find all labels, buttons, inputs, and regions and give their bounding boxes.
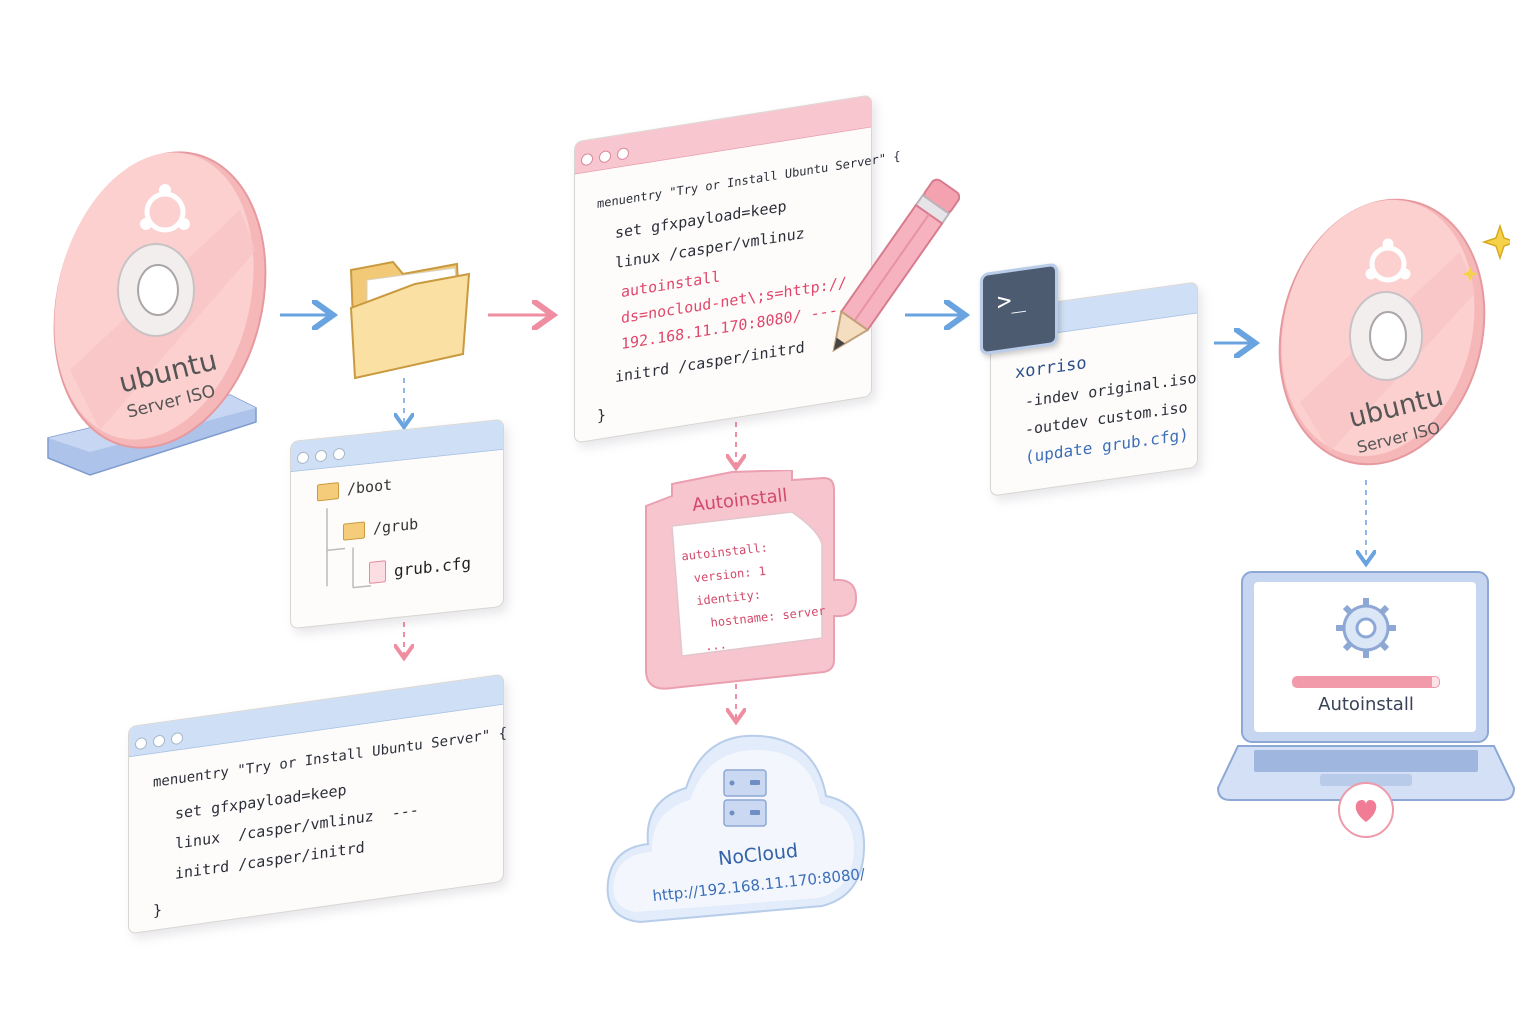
cloud-icon [606,734,866,924]
disc-icon [1278,198,1519,466]
autoinstall-yaml: autoinstall: version: 1 identity: hostna… [680,531,829,660]
nocloud-cloud: NoCloud http://192.168.11.170:8080/ [600,722,872,938]
puzzle-card-shape [645,470,858,690]
install-progress-bar [1292,676,1440,688]
cfg-line-8: } [597,405,607,425]
folder-icon [343,520,365,541]
tree-lines [326,508,371,589]
sparkle-icon [1481,223,1519,261]
heart-badge [1338,782,1394,838]
heart-icon [1355,800,1377,822]
disc-icon [47,151,267,476]
laptop: Autoinstall [1216,568,1516,838]
laptop-icon [1216,571,1516,801]
terminal-prompt: >_ [997,284,1026,317]
progress-fill [1293,677,1432,687]
ubuntu-iso-disc-right: ubuntu Server ISO [1270,192,1519,482]
laptop-label: Autoinstall [1318,694,1414,715]
ubuntu-iso-disc-left: ubuntu Server ISO [30,140,280,490]
file-tree-window: /boot /grub grub.cfg [290,418,504,630]
file-icon [369,560,386,584]
pencil-icon [832,178,960,353]
terminal-icon: >_ [980,262,1058,356]
autoinstall-card: Autoinstall autoinstall: version: 1 iden… [632,470,860,692]
folder-icon [317,481,339,501]
cfg-line-5: } [153,900,163,920]
gear-icon [1336,598,1396,658]
folder-icon [349,260,471,380]
